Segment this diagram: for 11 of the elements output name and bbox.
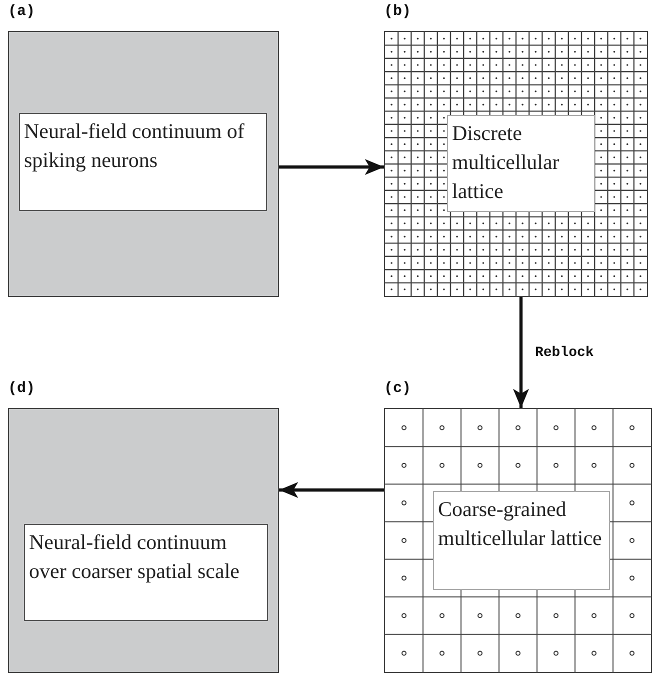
arrow	[279, 482, 384, 498]
panel-label: (c)	[384, 380, 412, 398]
text-box: Neural-field continuum of spiking neurons	[19, 113, 267, 211]
panel-label: (a)	[8, 3, 36, 21]
text-box: Neural-field continuum over coarser spatial scale	[24, 524, 268, 621]
arrow	[279, 159, 384, 175]
text-box: Discrete multicellular lattice	[447, 115, 595, 212]
text-box: Coarse-grained multicellular lattice	[433, 491, 610, 590]
arrow	[513, 297, 529, 408]
panel-label: (d)	[8, 380, 36, 398]
panel-label: (b)	[384, 3, 412, 21]
